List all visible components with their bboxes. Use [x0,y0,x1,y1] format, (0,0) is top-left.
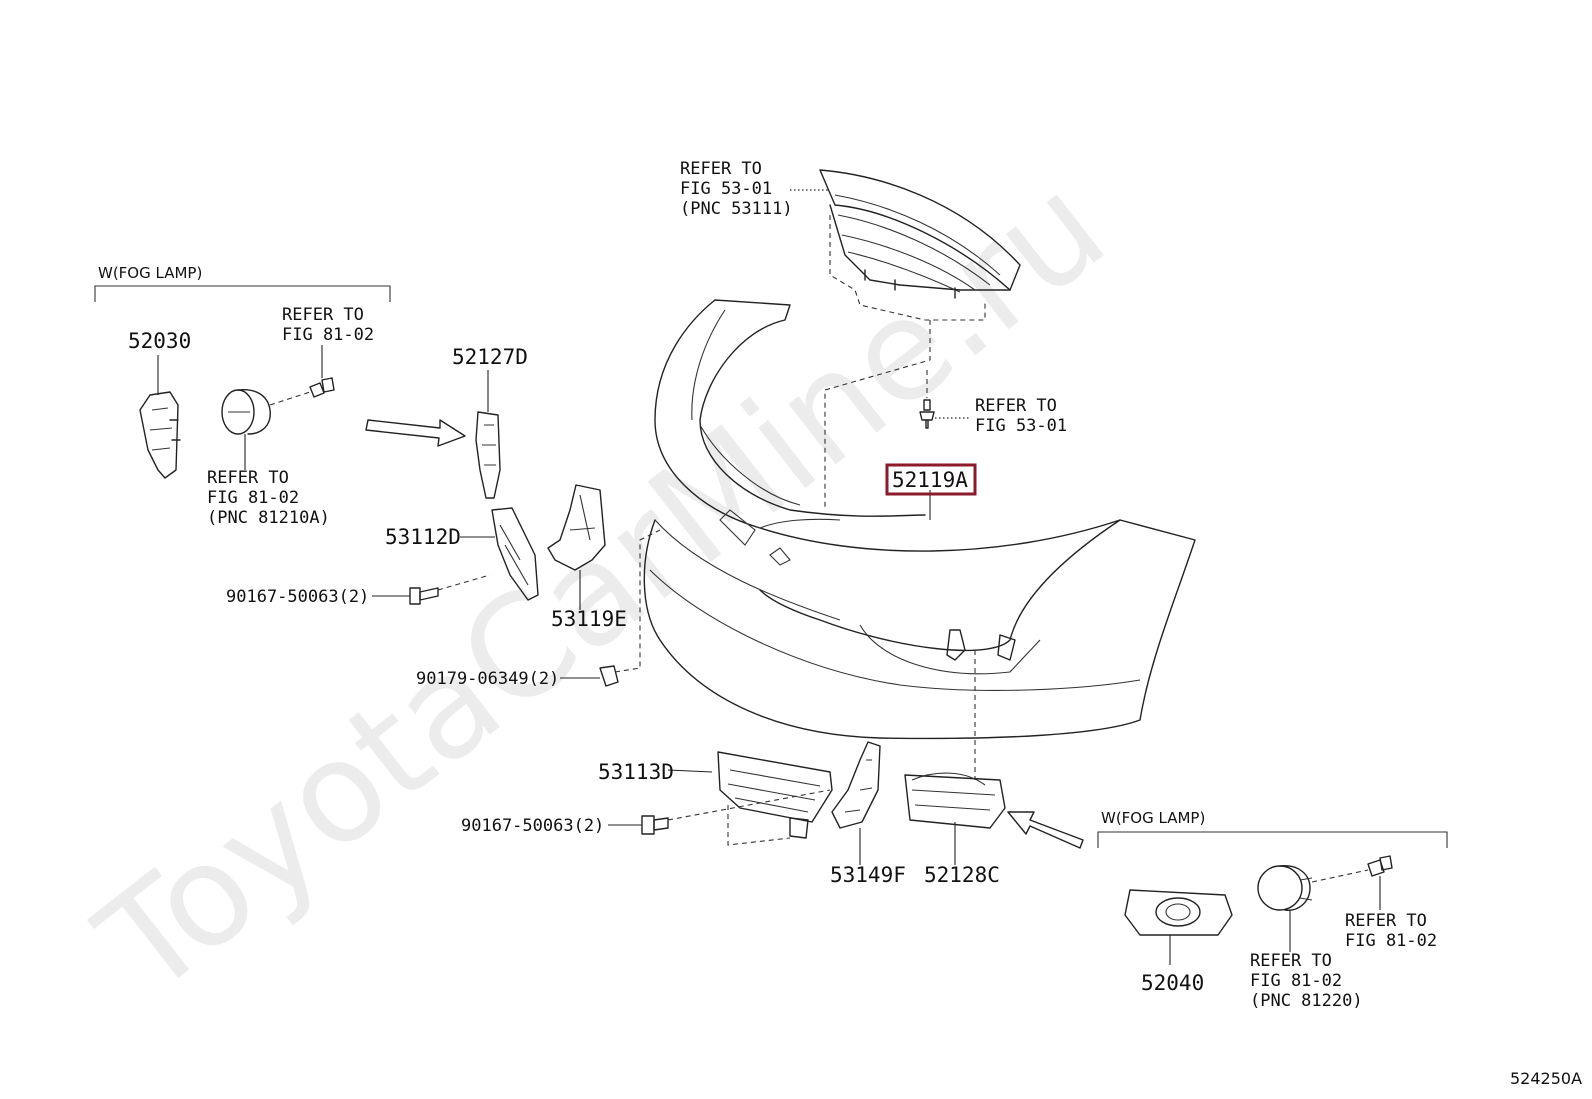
bolt-upper-icon [409,587,439,605]
svg-text:REFER TO: REFER TO [1250,951,1332,971]
svg-text:(PNC 81220): (PNC 81220) [1250,991,1363,1011]
bracket-53112D-illustration [491,507,539,601]
grille-to-bumper-guide [824,320,931,510]
part-52040-label[interactable]: 52040 [1141,971,1204,995]
svg-text:(PNC 81210A): (PNC 81210A) [207,508,330,528]
svg-text:FIG 53-01: FIG 53-01 [680,179,772,199]
screw-left-icon [309,377,335,398]
right-group-label: W(FOG LAMP) [1101,809,1205,827]
part-52119A-label[interactable]: 52119A [892,468,968,492]
fog-lamp-cover-right-illustration [1124,889,1233,936]
fog-lamp-cover-left-illustration [139,391,181,479]
part-53113D-leader [667,769,713,773]
part-52119A-highlight [885,463,977,496]
part-53149F-label[interactable]: 53149F [830,863,906,887]
bracket-53149F-illustration [831,741,881,829]
right-group-bracket [1097,831,1448,848]
part-bolt-lower-label[interactable]: 90167-50063(2) [461,816,604,836]
screw-left-reference-note: REFER TO FIG 81-02 [282,305,374,345]
bolt-upper-guide [437,574,491,591]
part-53119E-label[interactable]: 53119E [551,607,627,631]
bracket-53119E-illustration [547,484,606,571]
part-52128C-label[interactable]: 52128C [924,863,1000,887]
svg-text:REFER TO: REFER TO [207,468,289,488]
screw-top-icon [919,399,935,429]
svg-text:REFER TO: REFER TO [282,305,364,325]
bolt-lower-guide [667,789,831,821]
part-52030-label[interactable]: 52030 [128,329,191,353]
bracket-52127D-illustration [475,411,501,499]
diagram-code: 524250A [1510,1069,1582,1088]
svg-text:FIG 81-02: FIG 81-02 [207,488,299,508]
arrow-to-52127D-icon [365,419,466,447]
fog-lamp-right-illustration [1257,865,1313,911]
grille-53113D-illustration [717,751,833,839]
fog-lamp-left-illustration [221,388,271,435]
bolt-lower-icon [641,815,669,835]
arrow-to-52128C-icon [1007,811,1084,849]
svg-text:FIG 81-02: FIG 81-02 [1250,971,1342,991]
fog-lamp-right-reference-note: REFER TO FIG 81-02 (PNC 81220) [1250,951,1363,1011]
part-53113D-label[interactable]: 53113D [598,760,674,784]
screw-right-reference-note: REFER TO FIG 81-02 [1345,911,1437,951]
svg-text:REFER TO: REFER TO [975,396,1057,416]
grille-53113D-guide [727,805,791,846]
clip-guide [614,529,661,673]
screw-right-icon [1367,855,1393,877]
svg-text:REFER TO: REFER TO [680,159,762,179]
fog-lamp-right-guide [1311,869,1369,883]
left-group-label: W(FOG LAMP) [98,264,202,282]
svg-text:FIG 81-02: FIG 81-02 [1345,931,1437,951]
svg-text:(PNC 53111): (PNC 53111) [680,199,793,219]
part-52127D-label[interactable]: 52127D [452,345,528,369]
part-bolt-upper-label[interactable]: 90167-50063(2) [226,587,369,607]
fog-lamp-left-reference-note: REFER TO FIG 81-02 (PNC 81210A) [207,468,330,528]
left-group-bracket [94,285,391,302]
cover-52128C-illustration [904,772,1006,829]
bumper-cover-illustration [643,299,1196,740]
grille-illustration [819,169,1021,299]
part-clip-label[interactable]: 90179-06349(2) [416,669,559,689]
svg-text:FIG 81-02: FIG 81-02 [282,325,374,345]
part-53112D-label[interactable]: 53112D [385,525,461,549]
clip-icon [599,665,619,687]
fog-lamp-left-guide [269,391,311,406]
svg-text:REFER TO: REFER TO [1345,911,1427,931]
grille-reference-note: REFER TO FIG 53-01 (PNC 53111) [680,159,793,219]
svg-text:FIG 53-01: FIG 53-01 [975,416,1067,436]
screw-top-reference-note: REFER TO FIG 53-01 [975,396,1067,436]
